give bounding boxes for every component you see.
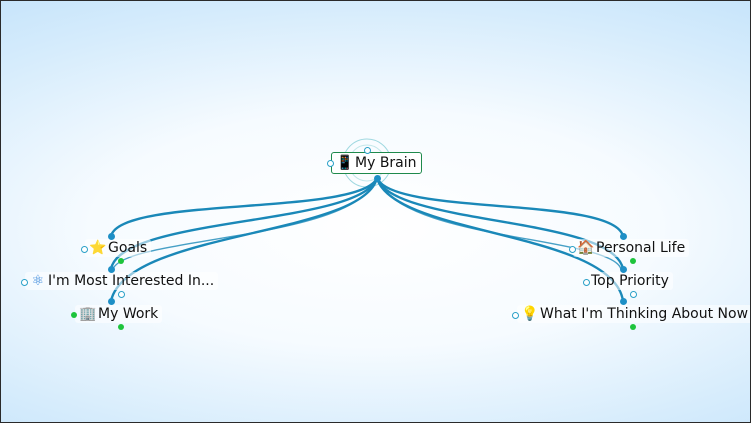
goals-bottom-handle[interactable] bbox=[118, 258, 124, 264]
office-building-icon: 🏢 bbox=[79, 306, 97, 322]
central-node-label: My Brain bbox=[355, 155, 417, 171]
interested-top-handle[interactable] bbox=[108, 266, 115, 273]
node-personal-life-label: Personal Life bbox=[596, 240, 686, 256]
thinking-left-handle[interactable] bbox=[512, 312, 519, 319]
molecule-icon: ⚛ bbox=[31, 273, 45, 289]
node-interested-label: I'm Most Interested In... bbox=[48, 273, 215, 289]
personal-life-left-handle[interactable] bbox=[569, 246, 576, 253]
node-goals[interactable]: ⭐ Goals bbox=[85, 239, 152, 257]
lightbulb-icon: 💡 bbox=[521, 306, 539, 322]
thinking-bottom-handle[interactable] bbox=[630, 324, 636, 330]
goals-left-handle[interactable] bbox=[81, 246, 88, 253]
personal-life-top-handle[interactable] bbox=[620, 233, 627, 240]
interested-bottom-handle[interactable] bbox=[118, 291, 125, 298]
node-my-work-label: My Work bbox=[98, 306, 159, 322]
house-icon: 🏠 bbox=[577, 240, 595, 256]
central-top-handle[interactable] bbox=[364, 147, 371, 154]
node-thinking-label: What I'm Thinking About Now bbox=[540, 306, 749, 322]
my-work-left-handle[interactable] bbox=[71, 312, 77, 318]
personal-life-bottom-handle[interactable] bbox=[630, 258, 636, 264]
my-work-bottom-handle[interactable] bbox=[118, 324, 124, 330]
link-goals bbox=[109, 177, 379, 237]
link-personal-life bbox=[375, 177, 625, 237]
link-interested bbox=[109, 177, 379, 270]
my-work-top-handle[interactable] bbox=[108, 298, 115, 305]
star-icon: ⭐ bbox=[89, 240, 107, 256]
interested-left-handle[interactable] bbox=[21, 279, 28, 286]
central-node[interactable]: 📱 My Brain bbox=[331, 152, 422, 174]
node-interested[interactable]: ⚛ I'm Most Interested In... bbox=[25, 272, 219, 290]
central-bottom-handle[interactable] bbox=[374, 175, 381, 182]
link-goals-sub bbox=[112, 177, 378, 270]
brain-phone-icon: 📱 bbox=[336, 155, 354, 171]
node-thinking[interactable]: 💡 What I'm Thinking About Now bbox=[517, 305, 750, 323]
top-priority-left-handle[interactable] bbox=[583, 279, 590, 286]
central-left-handle[interactable] bbox=[327, 160, 334, 167]
top-priority-top-handle[interactable] bbox=[620, 266, 627, 273]
node-personal-life[interactable]: 🏠 Personal Life bbox=[573, 239, 690, 257]
node-my-work[interactable]: 🏢 My Work bbox=[75, 305, 163, 323]
thinking-top-handle[interactable] bbox=[620, 298, 627, 305]
goals-top-handle[interactable] bbox=[108, 233, 115, 240]
node-top-priority-label: Top Priority bbox=[591, 273, 669, 289]
node-top-priority[interactable]: Top Priority bbox=[587, 272, 673, 290]
node-goals-label: Goals bbox=[108, 240, 148, 256]
top-priority-bottom-handle[interactable] bbox=[630, 291, 637, 298]
link-personal-sub bbox=[376, 177, 622, 270]
